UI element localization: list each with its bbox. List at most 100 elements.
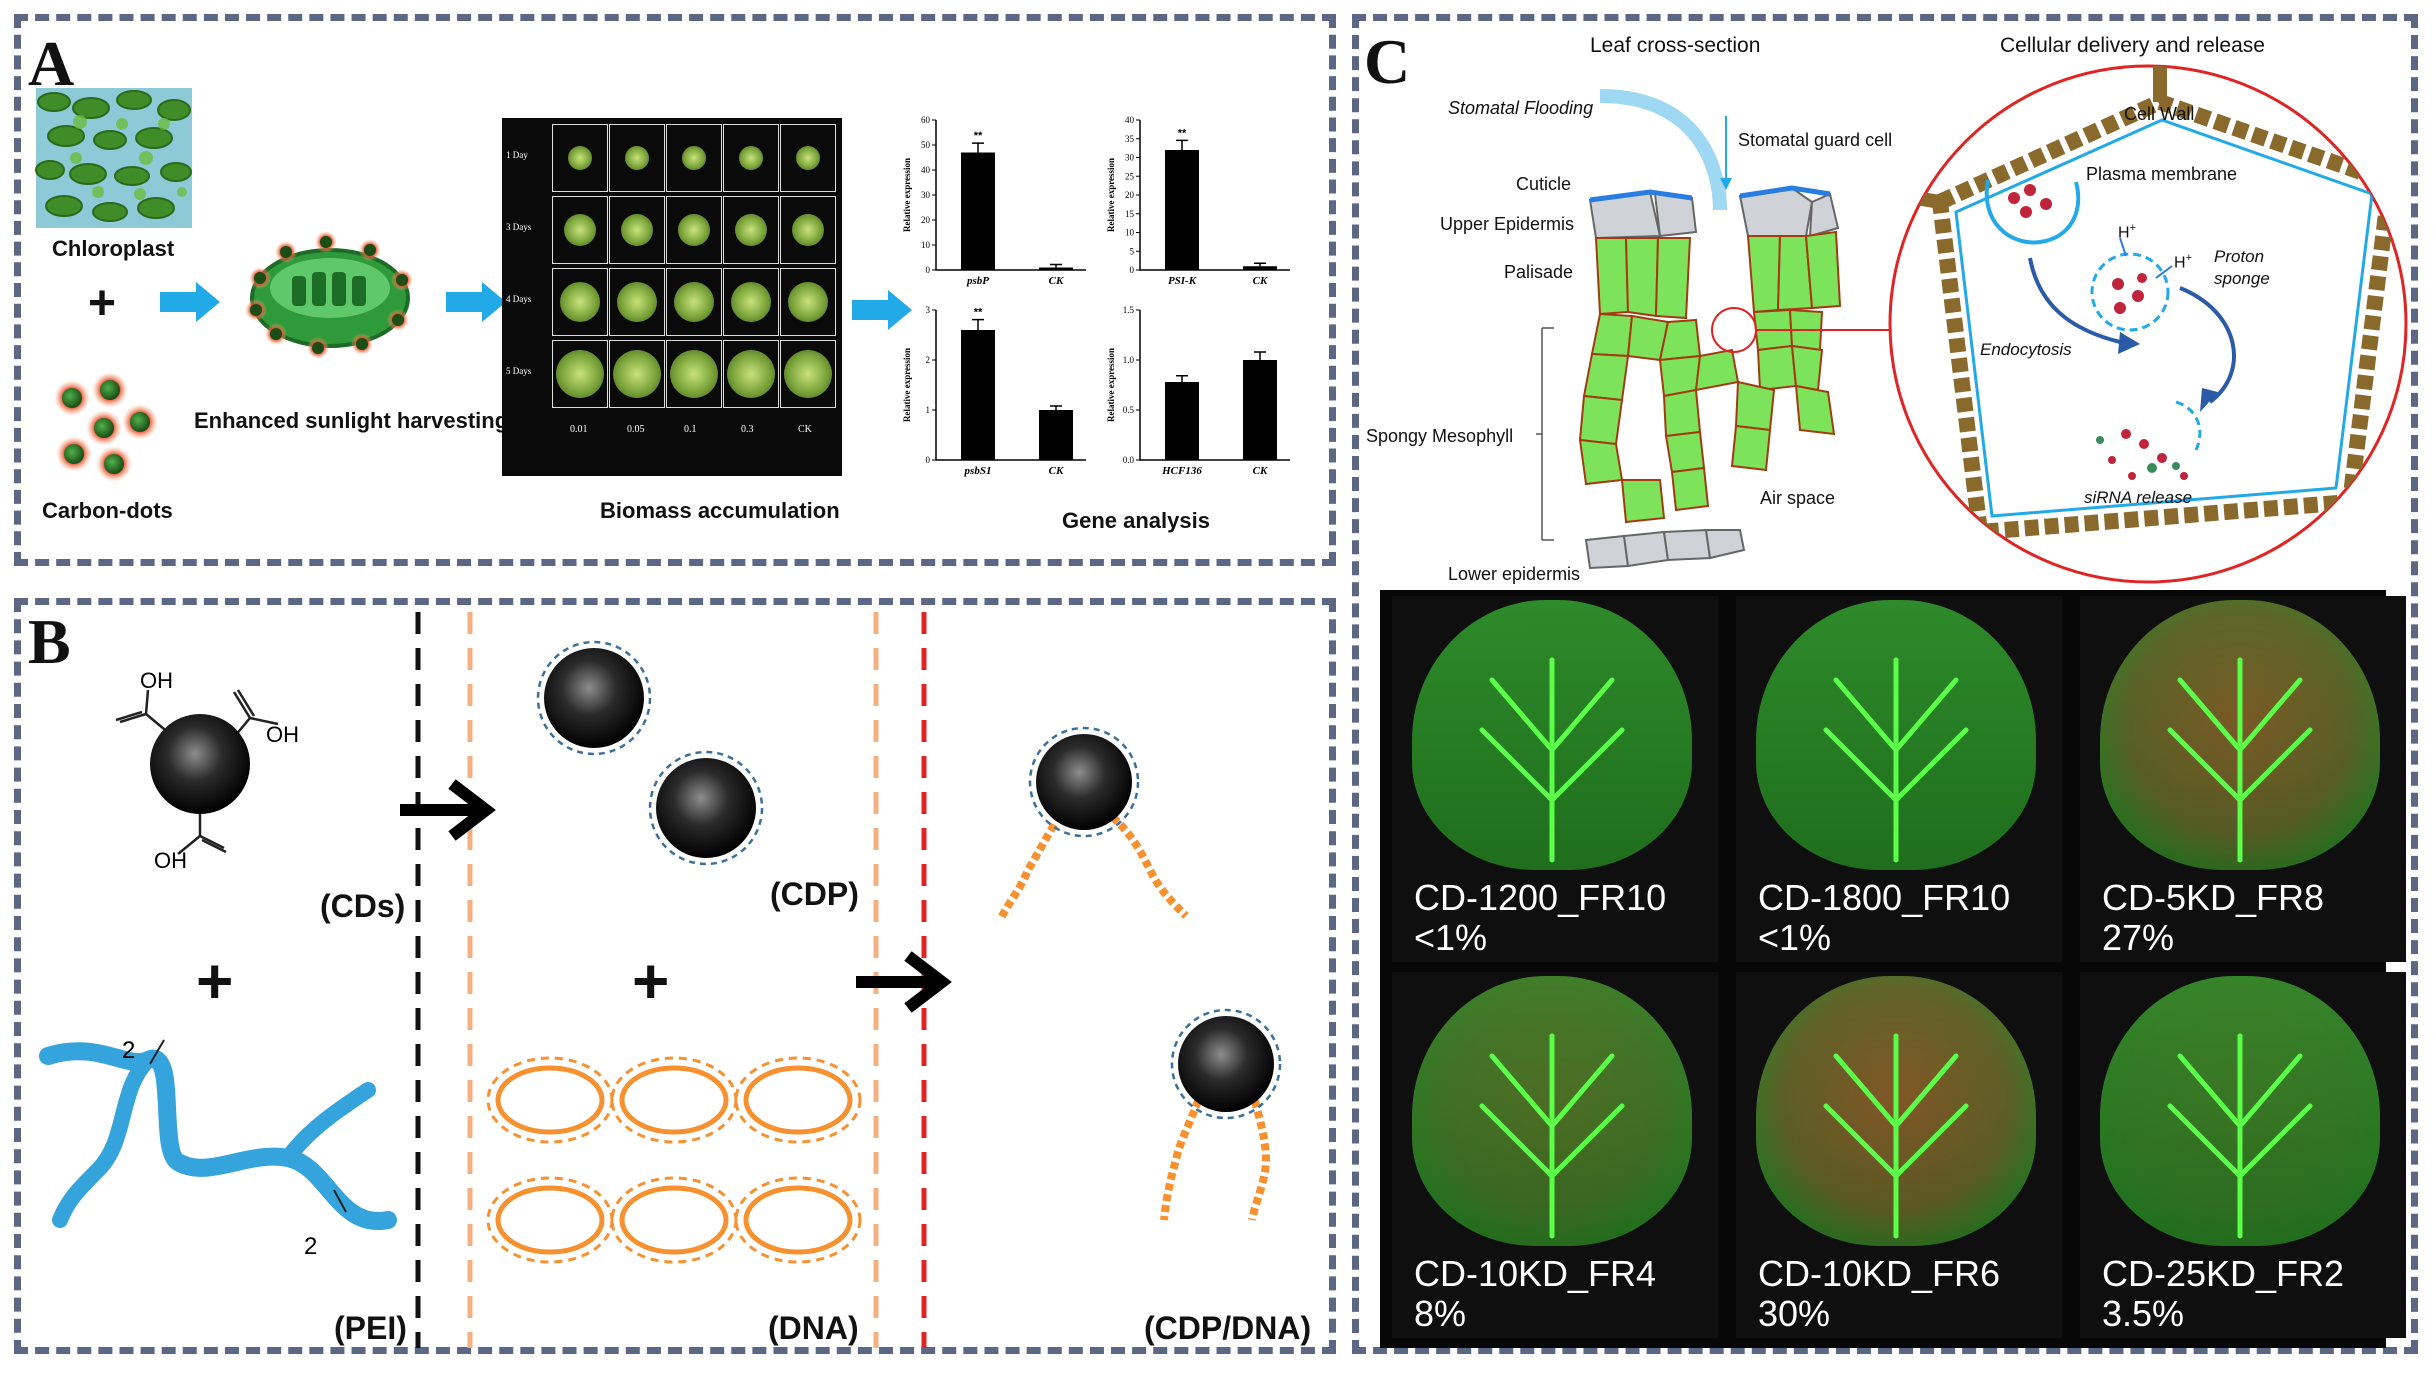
y-tick-label: 20 [1125,190,1135,200]
leaf-image [1756,600,2036,870]
stomatal-guard-cell-label: Stomatal guard cell [1738,130,1893,150]
plasma-membrane-label: Plasma membrane [2086,164,2238,184]
biomass-row-label: 1 Day [506,150,528,160]
seedling-icon [682,146,706,170]
leaf-image [1412,976,1692,1246]
palisade-label: Palisade [1504,262,1574,282]
panel-c [1352,14,2418,1354]
biomass-seedling-cell [609,268,665,336]
biomass-seedling-cell [552,196,608,264]
lower-epidermis-label: Lower epidermis [1448,564,1581,584]
enhanced-sunlight-label: Enhanced sunlight harvesting [194,408,509,433]
seedling-icon [613,350,661,398]
sirna-release-label: siRNA release [2084,488,2193,507]
biomass-seedling-cell [780,124,836,192]
chloroplast-micrograph [35,88,192,228]
category-label: CK [1049,275,1064,287]
cuticle-label: Cuticle [1516,174,1572,194]
error-bar [1176,139,1188,150]
seedling-icon [670,350,718,398]
y-tick-label: 0.5 [1123,405,1135,415]
biomass-seedling-cell [609,124,665,192]
pei-polymer-chain: 2 2 [39,1037,397,1260]
category-label: psbP [966,275,989,287]
y-tick-label: 40 [1125,115,1135,125]
leaf-vein-icon [1479,1033,1625,1239]
carbon-dots-label: Carbon-dots [42,498,173,523]
blue-arrow-3 [852,290,912,330]
carbon-dots [54,372,158,482]
biomass-col-label: CK [798,424,812,435]
y-tick-label: 60 [921,115,931,125]
y-tick-label: 10 [1125,228,1135,238]
cellular-delivery-diagram [1888,64,2408,584]
seedling-icon [564,214,596,246]
biomass-seedling-cell [666,268,722,336]
bar [1243,266,1277,270]
error-bar [972,142,984,153]
y-tick-label: 0 [926,265,931,275]
seedling-icon [796,146,820,170]
y-tick-label: 5 [1130,246,1135,256]
nh2-text-1: 2 [122,1037,135,1064]
blue-arrow-1 [160,282,220,322]
h-plus-label-2: H+ [2174,252,2192,272]
plus-sign-a: + [88,277,117,330]
seedling-icon [617,282,657,322]
cellular-delivery-title: Cellular delivery and release [2000,34,2265,57]
seedling-icon [727,350,775,398]
bar [961,330,995,460]
leaf-caption-percent: 8% [1414,1293,1467,1334]
error-bar [1176,375,1188,382]
biomass-col-label: 0.01 [570,424,588,435]
upper-epidermis-label: Upper Epidermis [1440,214,1575,234]
biomass-row-label: 5 Days [506,366,532,376]
cdp-dna-complexes [996,726,1282,1221]
category-label: PSI-K [1168,275,1197,287]
leaf-caption-percent: 27% [2102,917,2175,958]
seedling-icon [678,214,710,246]
seedling-icon [560,282,600,322]
significance-annotation: ** [974,130,983,142]
carbon-dot-carboxyl-structure: OH OH OH [115,668,299,873]
leaf-caption-name: CD-1200_FR10 [1414,877,1667,918]
biomass-col-label: 0.3 [741,424,754,435]
biomass-label: Biomass accumulation [600,498,840,523]
y-axis-label: Relative expression [902,158,912,232]
y-tick-label: 0 [926,455,931,465]
stomatal-flooding-label: Stomatal Flooding [1448,98,1594,118]
error-bar [1050,405,1062,410]
biomass-seedling-cell [666,340,722,408]
leaf-vein-icon [1823,1033,1969,1239]
leaf-image [2100,976,2380,1246]
leaf-image [1756,976,2036,1246]
category-label: CK [1253,465,1268,477]
seedling-icon [625,146,649,170]
bar [1039,267,1073,270]
y-tick-label: 1.5 [1123,305,1135,315]
leaf-cross-section-title: Leaf cross-section [1590,34,1761,57]
biomass-seedling-cell [723,340,779,408]
cdp-label: (CDP) [770,876,859,912]
seedling-icon [556,350,604,398]
error-bar [1254,262,1266,267]
biomass-row-label: 3 Days [506,222,532,232]
panel-b [14,598,1336,1354]
seedling-icon [739,146,763,170]
blue-arrow-2 [446,282,506,322]
category-label: CK [1253,275,1268,287]
error-bar [972,318,984,330]
y-tick-label: 30 [921,190,931,200]
seedling-icon [731,282,771,322]
y-tick-label: 30 [1125,153,1135,163]
y-tick-label: 1.0 [1123,355,1135,365]
y-tick-label: 3 [926,305,931,315]
bar [961,152,995,270]
leaf-photo: CD-1200_FR10<1% [1392,596,1718,962]
leaf-image [1412,600,1692,870]
y-axis-label: Relative expression [902,348,912,422]
